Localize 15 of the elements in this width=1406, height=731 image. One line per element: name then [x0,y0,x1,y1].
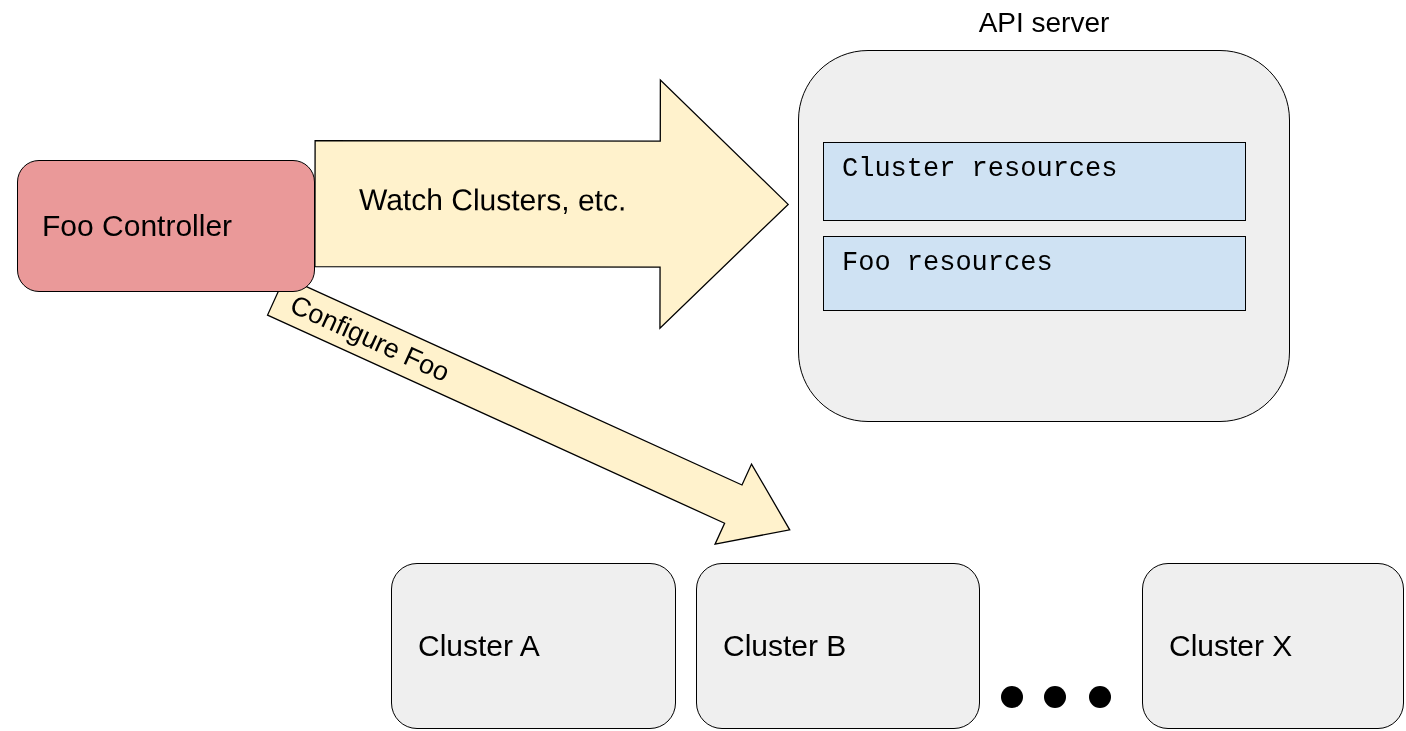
cluster-box [696,563,980,729]
node-label: Cluster resources [842,154,1118,184]
node-label: Cluster A [418,629,540,663]
resource-box [823,142,1246,221]
cluster-box [1142,563,1404,729]
node-label: Cluster X [1169,629,1293,663]
controller-box [17,160,315,292]
node-label: Foo resources [842,248,1053,278]
node-label: Foo Controller [42,209,233,243]
resource-box [823,236,1246,311]
block-arrow [314,78,790,330]
node-label: Cluster B [723,629,847,663]
box-heading: API server [977,7,1111,39]
edge-label: Watch Clusters, etc. [358,181,626,219]
cluster-box [391,563,676,729]
